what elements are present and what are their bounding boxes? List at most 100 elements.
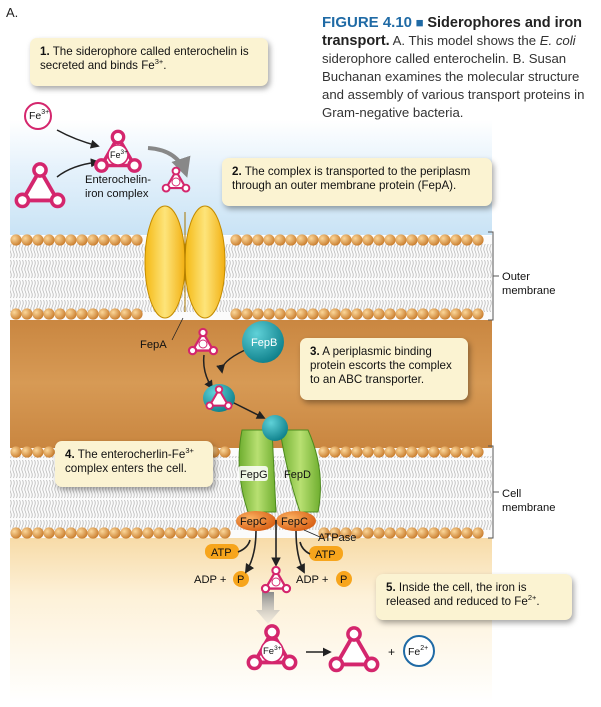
adp-right-label: ADP + — [296, 574, 328, 586]
caption-part-b: B. Susan Buchanan examines the molecular… — [322, 51, 585, 120]
iron-ion-icon — [403, 635, 435, 667]
lipid-head — [164, 527, 176, 539]
lipid-head — [329, 234, 341, 246]
step-sup: 2+ — [527, 593, 537, 603]
iron-ion-icon — [198, 339, 208, 349]
step-number: 4. — [65, 448, 75, 461]
phosphate-left — [233, 571, 249, 587]
lipid-head — [384, 234, 396, 246]
lipid-head — [219, 446, 231, 458]
lipid-head — [274, 234, 286, 246]
lipid-head — [450, 308, 462, 320]
iron-ion-icon — [260, 639, 284, 663]
lipid-head — [208, 527, 220, 539]
lipid-head — [373, 446, 385, 458]
figure-title: Siderophores and iron transport. — [322, 15, 583, 49]
lipid-head — [461, 527, 473, 539]
fe3-free-label: Fe3+ — [29, 109, 49, 122]
lipid-head — [21, 234, 33, 246]
lipid-head — [373, 527, 385, 539]
callout-step-3: 3. A periplasmic binding protein escorts… — [300, 338, 468, 400]
lipid-head — [329, 446, 341, 458]
phosphate-left-label: P — [237, 574, 244, 586]
lipid-head — [395, 446, 407, 458]
caption-part-a-rest: siderophore called enterochelin. — [322, 51, 509, 66]
fe3-bottom-label: Fe3+ — [263, 645, 282, 657]
step-sup: 3+ — [185, 446, 194, 456]
lipid-head — [252, 308, 264, 320]
step-text: The enterocherlin-Fe — [77, 448, 186, 461]
lipid-head — [406, 527, 418, 539]
lipid-head — [54, 308, 66, 320]
lipid-head — [406, 234, 418, 246]
lipid-head — [131, 527, 143, 539]
lipid-head — [329, 308, 341, 320]
fepg-label: FepG — [240, 469, 268, 481]
callout-step-5: 5. Inside the cell, the iron is released… — [376, 574, 572, 620]
lipid-head — [296, 308, 308, 320]
lipid-head — [10, 446, 22, 458]
phosphate-right — [336, 571, 352, 587]
fepa-label: FepA — [140, 339, 167, 351]
arrow-icon — [147, 146, 191, 178]
lipid-head — [384, 308, 396, 320]
cell-membrane-label: Cell — [502, 488, 521, 500]
fepb-protein — [242, 321, 284, 363]
lipid-head — [417, 308, 429, 320]
lipid-head — [373, 234, 385, 246]
lipid-head — [340, 446, 352, 458]
complex-label-1: Enterochelin- — [85, 174, 151, 186]
lipid-head — [318, 527, 330, 539]
adp-left-label: ADP + — [194, 574, 226, 586]
fe2-label: Fe2+ — [408, 645, 428, 658]
lipid-head — [318, 446, 330, 458]
iron-ion-icon — [171, 177, 181, 187]
lipid-head — [43, 234, 55, 246]
lipid-head — [120, 308, 132, 320]
lipid-head — [439, 446, 451, 458]
atpase-label: ATPase — [318, 532, 356, 544]
lipid-head — [131, 308, 143, 320]
lipid-head — [439, 234, 451, 246]
lipid-head — [362, 308, 374, 320]
lipid-head — [87, 527, 99, 539]
step-number: 3. — [310, 345, 320, 358]
lipid-head — [329, 527, 341, 539]
lipid-head — [417, 446, 429, 458]
iron-ion-icon — [24, 102, 52, 130]
lipid-head — [98, 308, 110, 320]
lipid-head — [241, 308, 253, 320]
lipid-head — [32, 308, 44, 320]
lipid-head — [98, 527, 110, 539]
lipid-head — [32, 446, 44, 458]
lipid-head — [186, 527, 198, 539]
iron-ion-icon — [271, 577, 281, 587]
lipid-head — [351, 527, 363, 539]
step-number: 1. — [40, 45, 50, 58]
lipid-head — [395, 527, 407, 539]
fepd-label: FepD — [284, 469, 311, 481]
step-text: Inside the cell, the iron is released an… — [386, 581, 528, 608]
lipid-head — [43, 308, 55, 320]
lipid-head — [296, 234, 308, 246]
lipid-head — [417, 234, 429, 246]
lipid-head — [351, 308, 363, 320]
fepa-protein — [144, 205, 226, 319]
panel-letter: A. — [6, 5, 19, 20]
lipid-head — [428, 308, 440, 320]
lipid-head — [10, 308, 22, 320]
lipid-head — [428, 446, 440, 458]
atp-right-label: ATP — [315, 549, 336, 561]
lipid-head — [428, 234, 440, 246]
atp-left — [205, 544, 239, 559]
lipid-head — [65, 527, 77, 539]
fepc-protein — [236, 511, 316, 531]
lipid-head — [241, 234, 253, 246]
outer-membrane-label: Outer — [502, 271, 530, 283]
lipid-head — [395, 234, 407, 246]
lipid-head — [351, 446, 363, 458]
lipid-head — [307, 234, 319, 246]
lipid-head — [318, 234, 330, 246]
lipid-head — [109, 527, 121, 539]
lipid-head — [109, 234, 121, 246]
